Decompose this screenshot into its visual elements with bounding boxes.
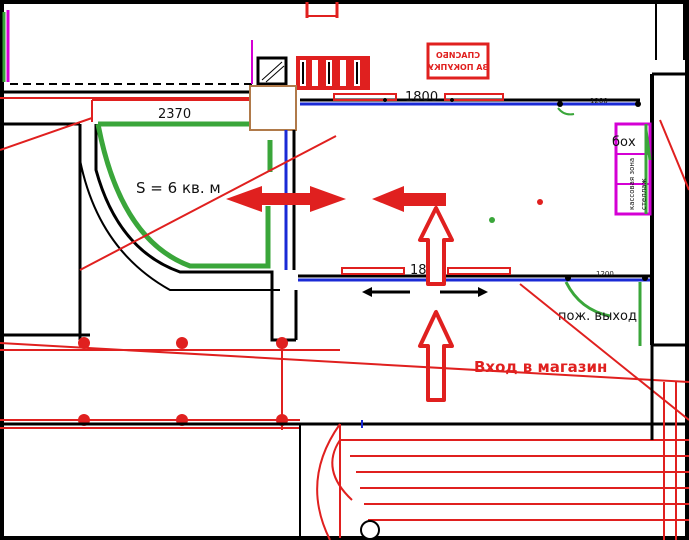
thank-you-sign: СПАСИБО ЗА ПОКУПКУ bbox=[426, 42, 490, 80]
right-wall bbox=[650, 0, 689, 347]
rack-label-left: кассовая зона bbox=[628, 158, 636, 210]
dim-top-left: 2370 bbox=[158, 107, 191, 122]
pillar bbox=[249, 85, 297, 131]
red-rack-symbol bbox=[296, 56, 370, 90]
area-label: S = 6 кв. м bbox=[136, 179, 221, 197]
magenta-rack bbox=[614, 122, 652, 216]
green-dot bbox=[489, 217, 495, 223]
red-dot bbox=[537, 199, 543, 205]
top-red-mark bbox=[305, 2, 339, 18]
double-arrow bbox=[226, 186, 346, 212]
left-room-walls bbox=[0, 99, 298, 342]
emergency-exit-label: пож. выход bbox=[558, 309, 637, 324]
up-arrow-inner bbox=[418, 206, 454, 286]
emergency-exit-door bbox=[564, 281, 642, 346]
dim-top-mid: 1800 bbox=[405, 90, 438, 105]
top-wall bbox=[300, 93, 641, 116]
dim-bottom-right: 1200 bbox=[596, 270, 614, 278]
up-arrow-entrance bbox=[418, 310, 454, 402]
rack-label-right: стеллаж bbox=[640, 178, 648, 210]
door-arrows bbox=[362, 287, 488, 297]
sign-line-1: СПАСИБО bbox=[436, 51, 480, 60]
red-pipes bbox=[0, 340, 689, 430]
dim-top-right: 1200 bbox=[590, 97, 608, 105]
red-diagonal-left bbox=[79, 135, 337, 271]
box-label: бох bbox=[612, 135, 636, 150]
top-left-zone bbox=[0, 10, 288, 99]
left-arrow bbox=[372, 186, 446, 212]
stairs bbox=[316, 345, 689, 540]
bottom-walls bbox=[0, 420, 689, 540]
red-diagonal-right bbox=[519, 283, 689, 421]
kiosk-outline bbox=[95, 121, 271, 269]
manhole bbox=[360, 520, 380, 540]
bottom-wall bbox=[298, 267, 652, 282]
sign-line-2: ЗА ПОКУПКУ bbox=[428, 63, 488, 72]
